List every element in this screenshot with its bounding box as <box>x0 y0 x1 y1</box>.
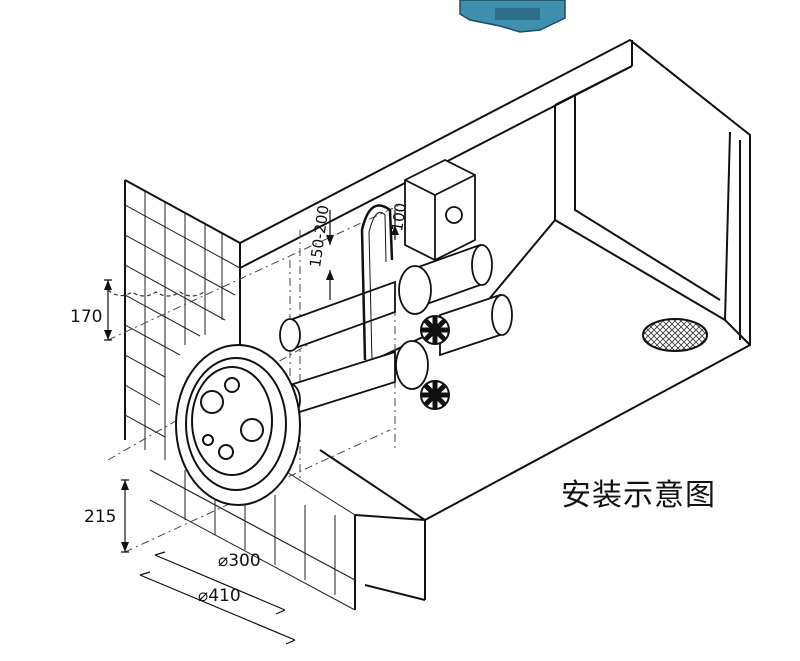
pipe-upper <box>279 243 493 352</box>
handwheel-valve-icon[interactable] <box>420 380 450 410</box>
flex-hose <box>360 204 394 361</box>
pipe-lower <box>279 293 513 417</box>
dim-height-top: 170 <box>70 307 102 327</box>
drain-grate-icon <box>642 318 708 352</box>
dim-height-bottom: 215 <box>84 507 116 527</box>
dim-diameter-inner: ⌀300 <box>218 551 261 571</box>
dim-diameter-outer: ⌀410 <box>198 586 241 606</box>
tile-grid <box>124 192 356 611</box>
diagram-caption: 安装示意图 <box>561 478 716 513</box>
dim-offset: 100 <box>388 202 410 233</box>
water-line <box>107 289 205 297</box>
control-box <box>404 158 476 262</box>
wall-nozzle-icon <box>175 344 301 506</box>
connector-block <box>459 0 566 33</box>
handwheel-valve-icon[interactable] <box>420 315 450 345</box>
dimension-arrows <box>104 225 399 552</box>
